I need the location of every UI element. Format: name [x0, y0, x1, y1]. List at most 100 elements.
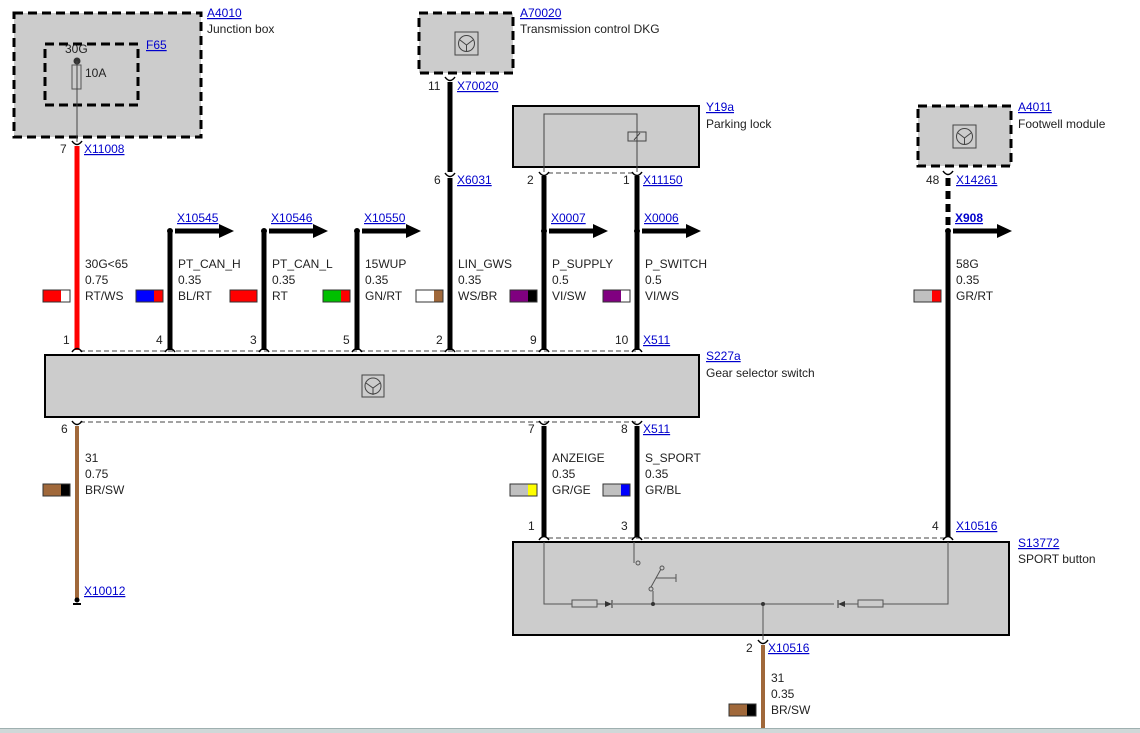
parking-lock-id-link[interactable]: Y19a — [706, 100, 734, 114]
color-swatch-secondary — [61, 290, 70, 302]
connector-pin-icon — [258, 347, 270, 353]
color-swatch-border — [728, 703, 757, 717]
connector-x10516-bottom-icon — [757, 639, 769, 645]
connector-x10550-link[interactable]: X10550 — [364, 211, 406, 225]
pin-label: 6 — [434, 173, 441, 187]
transmission-control-box[interactable] — [417, 11, 515, 75]
led-icon — [838, 601, 845, 607]
junction-box[interactable]: 30G 10A — [12, 11, 203, 142]
status-bar — [0, 728, 1140, 733]
connector-x908-link[interactable]: X908 — [955, 211, 983, 225]
color-swatch-border — [509, 289, 538, 303]
color-swatch-primary — [603, 484, 621, 496]
wire-gauge: 0.35 — [365, 273, 389, 287]
parking-lock-box[interactable] — [512, 105, 700, 172]
connector-x10546-link[interactable]: X10546 — [271, 211, 313, 225]
wire-signal: ANZEIGE — [552, 451, 605, 465]
transmission-name: Transmission control DKG — [520, 22, 660, 36]
connector-x0007-link[interactable]: X0007 — [551, 211, 586, 225]
gear-selector-box[interactable] — [44, 354, 700, 418]
fuse-id-link[interactable]: F65 — [146, 38, 167, 52]
connector-x10012-link[interactable]: X10012 — [84, 584, 126, 598]
connector-x70020-icon — [444, 76, 456, 82]
color-swatch-primary — [43, 484, 61, 496]
connector-x11008-link[interactable]: X11008 — [84, 142, 125, 156]
arrow-head-icon — [997, 224, 1012, 238]
color-swatch-primary — [914, 290, 932, 302]
control-unit-icon — [952, 124, 977, 149]
connector-x11150-link[interactable]: X11150 — [643, 173, 683, 187]
connector-x14261-link[interactable]: X14261 — [956, 173, 998, 187]
pin-label: 3 — [250, 333, 257, 347]
connector-pin-icon — [631, 420, 643, 426]
sport-button-box[interactable] — [512, 541, 1010, 640]
color-swatch-primary — [323, 290, 341, 302]
transmission-id-link[interactable]: A70020 — [520, 6, 562, 20]
wire-signal: 31 — [771, 671, 785, 685]
wire-gauge: 0.35 — [458, 273, 482, 287]
color-swatch-primary — [510, 290, 528, 302]
color-swatch-primary — [416, 290, 434, 302]
color-swatch-secondary — [932, 290, 941, 302]
sport-button-id-link[interactable]: S13772 — [1018, 536, 1060, 550]
arrow-head-icon — [686, 224, 701, 238]
color-swatch-secondary — [154, 290, 163, 302]
wire-color-code: RT/WS — [85, 289, 123, 303]
sport-button-name: SPORT button — [1018, 552, 1096, 566]
footwell-id-link[interactable]: A4011 — [1018, 100, 1052, 114]
pin-label: 1 — [528, 519, 535, 533]
connector-x10516-top-link[interactable]: X10516 — [956, 519, 998, 533]
footwell-module-box[interactable] — [916, 104, 1013, 168]
connector-x511-top-link[interactable]: X511 — [643, 333, 670, 347]
wire-gauge: 0.35 — [178, 273, 202, 287]
connector-x0006-link[interactable]: X0006 — [644, 211, 679, 225]
connector-x10516-bottom-link[interactable]: X10516 — [768, 641, 810, 655]
wire-gauge: 0.5 — [645, 273, 662, 287]
gear-selector-id-link[interactable]: S227a — [706, 349, 741, 363]
connector-x6031-link[interactable]: X6031 — [457, 173, 492, 187]
arrow-head-icon — [313, 224, 328, 238]
wire-gauge: 0.75 — [85, 273, 109, 287]
pin-label: 1 — [623, 173, 630, 187]
wire-gauge: 0.35 — [552, 467, 576, 481]
wire-signal: PT_CAN_L — [272, 257, 333, 271]
pin-label: 48 — [926, 173, 940, 187]
junction-dot — [541, 228, 547, 234]
color-swatch-border — [42, 289, 71, 303]
color-swatch-border — [602, 289, 631, 303]
pin-label: 3 — [621, 519, 628, 533]
connector-x70020-link[interactable]: X70020 — [457, 79, 499, 93]
wire-signal: 15WUP — [365, 257, 406, 271]
parking-lock-name: Parking lock — [706, 117, 772, 131]
ground-dot — [74, 597, 80, 603]
wire-gauge: 0.35 — [645, 467, 669, 481]
connector-x511-bottom-link[interactable]: X511 — [643, 422, 670, 436]
color-swatch-primary — [43, 290, 61, 302]
connector-x10545-link[interactable]: X10545 — [177, 211, 219, 225]
junction-box-id-link[interactable]: A4010 — [207, 6, 242, 20]
pin-label: 5 — [343, 333, 350, 347]
color-swatch-border — [322, 289, 351, 303]
color-swatch-border — [509, 483, 538, 497]
pin-label: 4 — [156, 333, 163, 347]
color-swatch-secondary — [528, 484, 537, 496]
connector-pin-icon — [71, 420, 83, 426]
wire-color-code: VI/SW — [552, 289, 587, 303]
arrow-head-icon — [406, 224, 421, 238]
connector-pin-icon — [538, 347, 550, 353]
color-swatch-border — [229, 289, 258, 303]
connector-x11150-pin2-icon — [538, 171, 550, 177]
connector-pin-icon — [631, 347, 643, 353]
solenoid-icon — [627, 131, 647, 142]
gear-selector-name: Gear selector switch — [706, 366, 815, 380]
junction-dot — [354, 228, 360, 234]
connector-pin-icon — [71, 347, 83, 353]
footwell-name: Footwell module — [1018, 117, 1106, 131]
pin-label: 2 — [746, 641, 753, 655]
